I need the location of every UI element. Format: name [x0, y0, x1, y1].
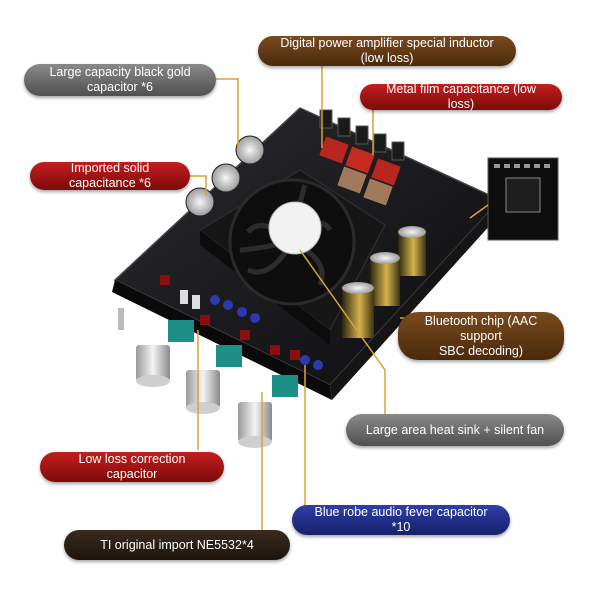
black-gold-capacitors	[185, 135, 265, 217]
pcb-edge	[112, 280, 332, 400]
volume-knobs	[136, 345, 272, 448]
toggle-switch	[118, 308, 124, 330]
label-solid-capacitance: Imported solid capacitance *6	[30, 161, 190, 190]
label-black-gold-capacitor: Large capacity black gold capacitor *6	[24, 64, 216, 96]
inductor-group	[319, 136, 401, 206]
gold-capacitors	[342, 226, 426, 338]
fan-hub	[268, 201, 322, 255]
label-inductor: Digital power amplifier special inductor…	[258, 36, 516, 66]
label-correction-capacitor: Low loss correction capacitor	[40, 452, 224, 482]
terminal-posts	[319, 109, 405, 161]
label-blue-robe-capacitor: Blue robe audio fever capacitor *10	[292, 505, 510, 535]
label-bluetooth-chip: Bluetooth chip (AAC support SBC decoding…	[398, 312, 564, 360]
potentiometer-housings	[168, 320, 298, 397]
label-heat-sink-fan: Large area heat sink + silent fan	[346, 414, 564, 446]
pcb-edge-right	[330, 200, 502, 400]
label-ti-chip: TI original import NE5532*4	[64, 530, 290, 560]
label-metal-film-capacitance: Metal film capacitance (low loss)	[360, 82, 562, 111]
small-components	[160, 275, 323, 370]
bluetooth-module	[487, 157, 559, 241]
